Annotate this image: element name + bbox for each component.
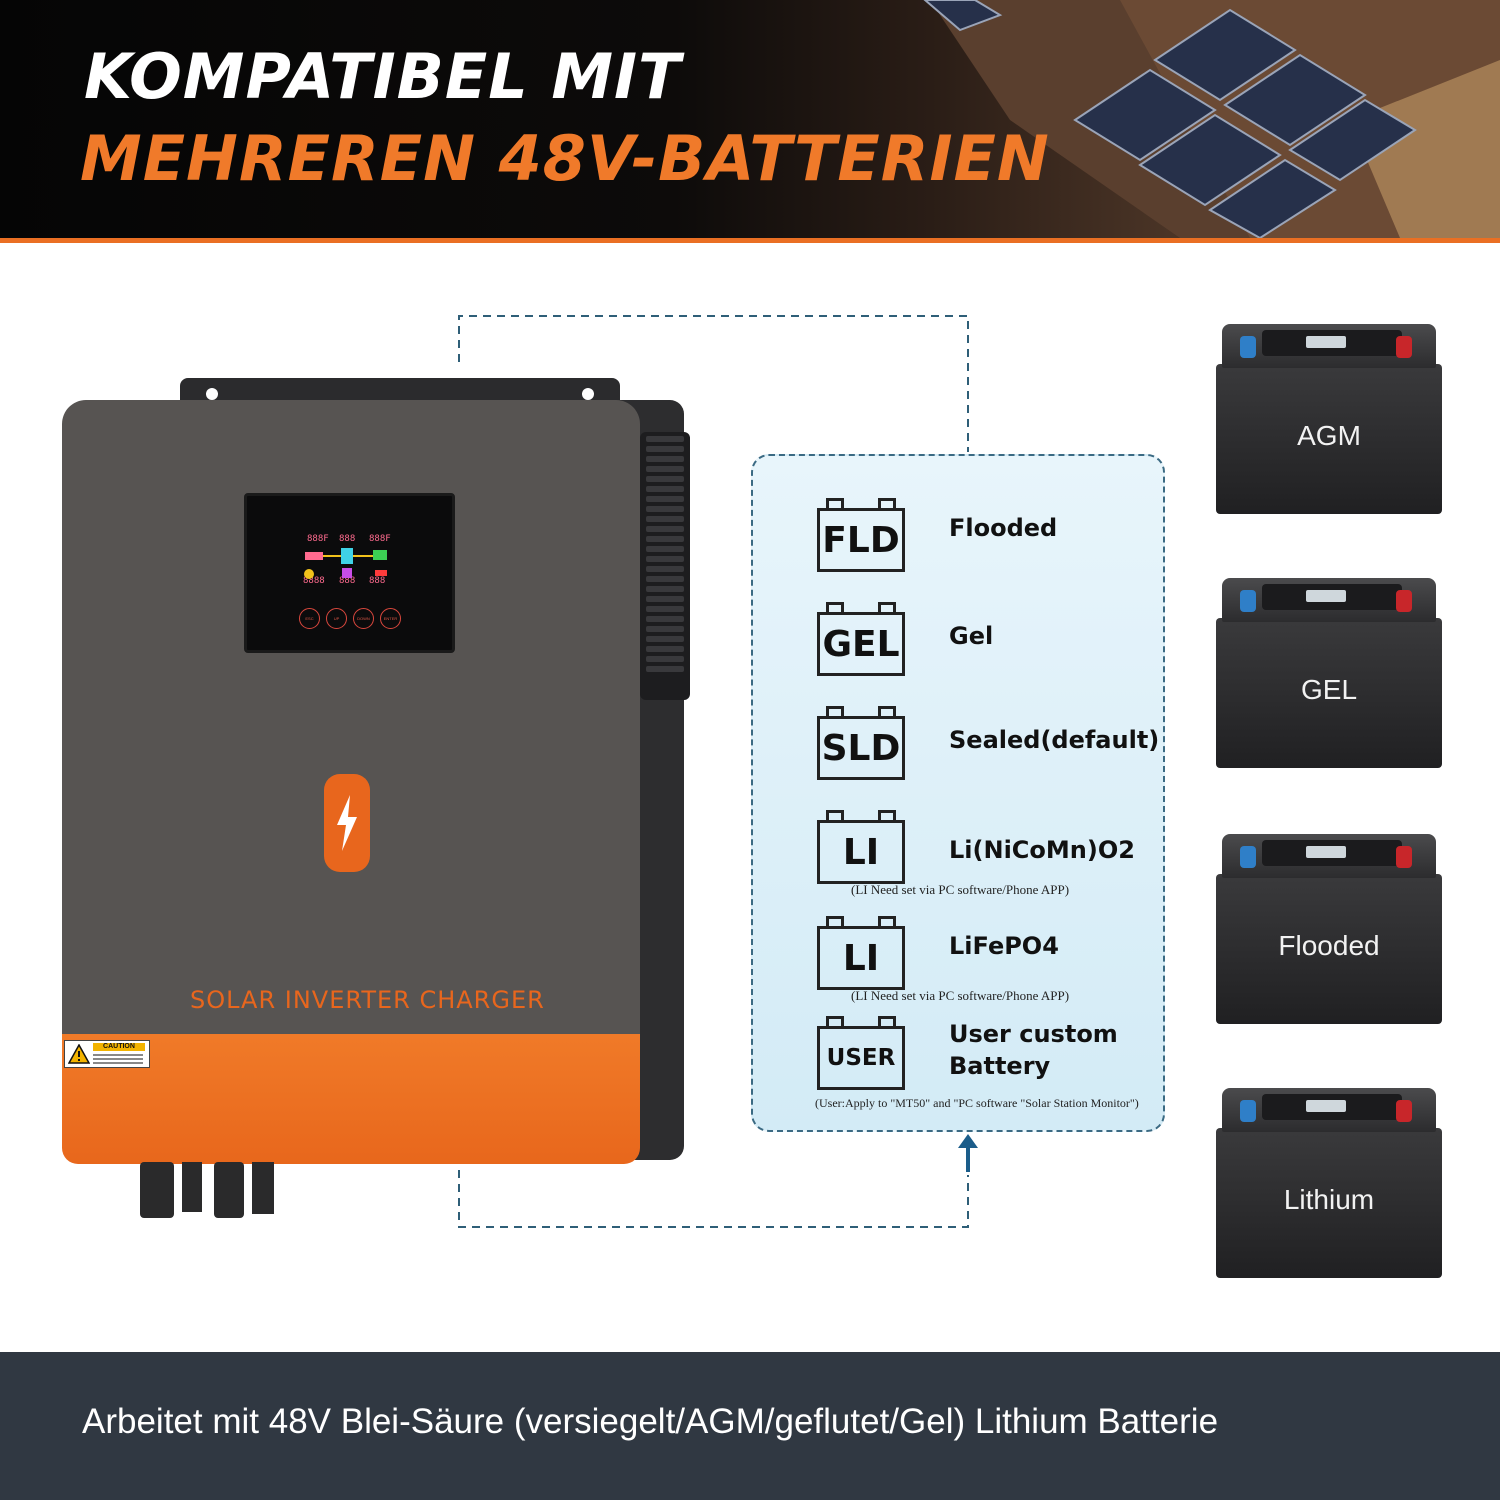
type-code: GEL xyxy=(822,623,900,665)
caution-sticker: CAUTION xyxy=(64,1040,150,1068)
battery-outline-icon: GEL xyxy=(817,602,905,676)
battery-type-panel: FLD Flooded GEL Gel SLD Sealed(default) … xyxy=(751,454,1165,1132)
solar-roof-photo xyxy=(923,0,1500,238)
up-button[interactable]: UP xyxy=(326,608,347,629)
type-code: LI xyxy=(842,937,880,979)
battery-outline-icon: USER xyxy=(817,1016,905,1090)
battery-gel: GEL xyxy=(1216,578,1442,768)
footer-caption: Arbeitet mit 48V Blei-Säure (versiegelt/… xyxy=(82,1402,1219,1441)
battery-label: Flooded xyxy=(1278,930,1380,961)
lcd-digit: 888F xyxy=(307,534,329,544)
arrow-up-icon xyxy=(958,1134,978,1172)
lcd-readout: 888F 888 888F 8888 888 888 xyxy=(297,532,397,592)
control-buttons: ESC UP DOWN ENTER xyxy=(299,608,401,629)
battery-agm: AGM xyxy=(1216,324,1442,514)
header-banner: KOMPATIBEL MIT MEHREREN 48V-BATTERIEN xyxy=(0,0,1500,238)
lcd-digit: 888F xyxy=(369,534,391,544)
battery-flooded: Flooded xyxy=(1216,834,1442,1024)
battery-outline-icon: LI xyxy=(817,916,905,990)
inverter-orange-panel xyxy=(62,1034,640,1164)
lightning-bolt-icon xyxy=(324,774,370,872)
battery-outline-icon: SLD xyxy=(817,706,905,780)
type-code: SLD xyxy=(821,727,901,769)
type-name: Gel xyxy=(949,622,994,650)
type-note: (User:Apply to "MT50" and "PC software "… xyxy=(815,1096,1139,1110)
battery-lithium: Lithium xyxy=(1216,1088,1442,1278)
vent-grille xyxy=(640,432,690,700)
header-divider xyxy=(0,238,1500,243)
lcd-digit: 888 xyxy=(369,576,386,586)
type-name: Flooded xyxy=(949,514,1058,542)
type-note: (LI Need set via PC software/Phone APP) xyxy=(851,882,1070,897)
footer-bar: Arbeitet mit 48V Blei-Säure (versiegelt/… xyxy=(0,1352,1500,1500)
caution-title: CAUTION xyxy=(93,1043,145,1051)
type-code: USER xyxy=(826,1045,896,1071)
lcd-digit: 888 xyxy=(339,576,356,586)
warning-icon xyxy=(68,1044,90,1064)
esc-button[interactable]: ESC xyxy=(299,608,320,629)
lcd-digit: 8888 xyxy=(303,576,325,586)
type-note: (LI Need set via PC software/Phone APP) xyxy=(851,988,1070,1003)
type-name: Li(NiCoMn)O2 xyxy=(949,836,1135,864)
battery-label: GEL xyxy=(1300,674,1358,705)
down-button[interactable]: DOWN xyxy=(353,608,374,629)
lcd-digit: 888 xyxy=(339,534,356,544)
lcd-flow-icons xyxy=(304,548,387,579)
type-code: FLD xyxy=(822,519,900,561)
type-name-line2: Battery xyxy=(949,1052,1051,1080)
enter-button[interactable]: ENTER xyxy=(380,608,401,629)
type-code: LI xyxy=(842,831,880,873)
lcd-display: 888F 888 888F 8888 888 888 ESC UP DOWN E… xyxy=(244,493,455,653)
type-name: Sealed(default) xyxy=(949,726,1160,754)
battery-label: Lithium xyxy=(1283,1184,1375,1215)
type-name: LiFePO4 xyxy=(949,932,1059,960)
headline-line1: KOMPATIBEL MIT xyxy=(84,40,682,113)
battery-outline-icon: FLD xyxy=(817,498,905,572)
inverter-label: SOLAR INVERTER CHARGER xyxy=(190,986,545,1014)
battery-outline-icon: LI xyxy=(817,810,905,884)
type-name: User custom xyxy=(949,1020,1118,1048)
battery-label: AGM xyxy=(1297,420,1361,451)
headline-line2: MEHREREN 48V-BATTERIEN xyxy=(80,122,1050,195)
